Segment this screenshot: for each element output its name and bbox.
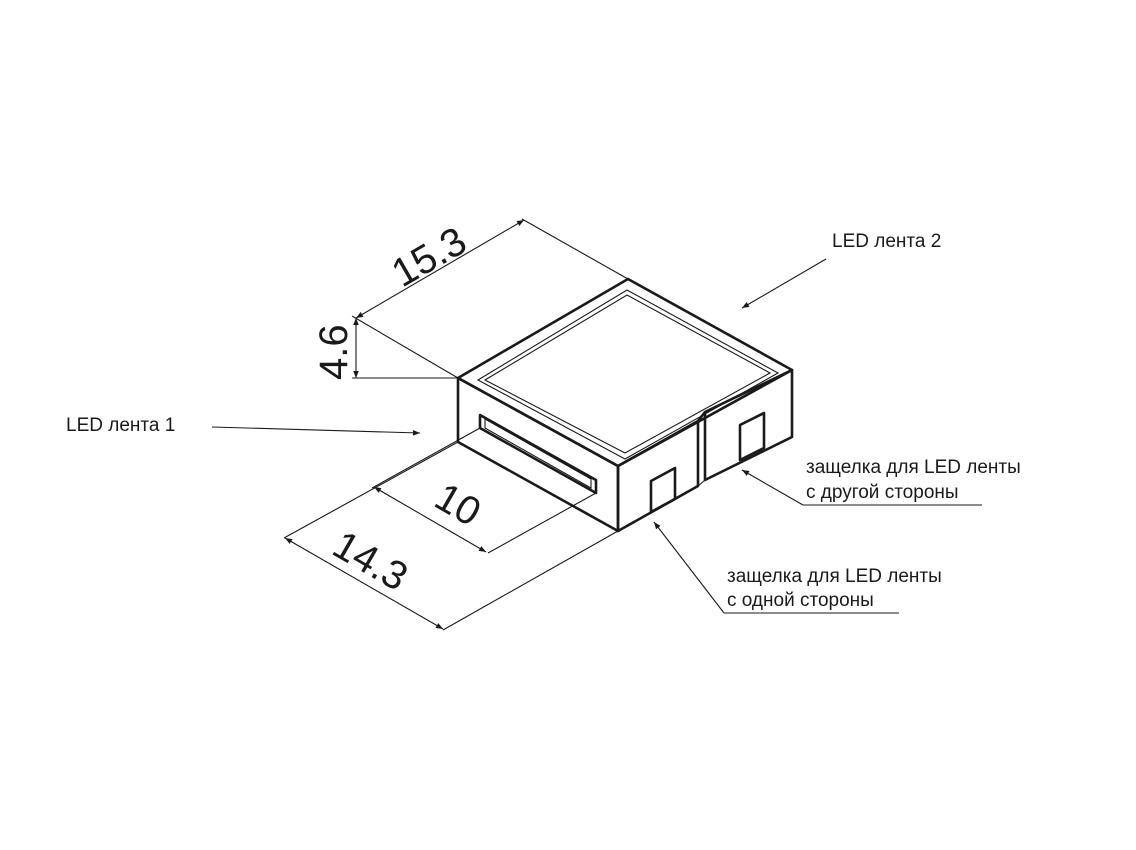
dimension-slot-width: 10: [428, 475, 489, 535]
leader-strip-1: [211, 426, 421, 436]
leader-strip-2: [741, 258, 827, 309]
connector-body: [456, 277, 794, 533]
dimension-width: 14.3: [326, 523, 415, 600]
label-led-strip-2: LED лента 2: [832, 231, 941, 252]
top-face: [456, 277, 794, 468]
label-latch-other-line2: с другой стороны: [806, 482, 959, 503]
dimension-length: 15.3: [385, 219, 474, 296]
strip-slot-inner: [484, 418, 592, 489]
top-inner-panel-outline: [476, 289, 780, 460]
latch-gap: [696, 411, 707, 422]
callouts: [211, 258, 982, 614]
label-latch-one-line2: с одной стороны: [727, 590, 874, 611]
latch-gap-bottom: [697, 479, 706, 487]
latch-block-other: [703, 368, 794, 482]
latch-window-one: [649, 466, 677, 514]
leader-latch-one: [653, 521, 725, 614]
latch-window-other: [738, 411, 766, 462]
label-led-strip-1: LED лента 1: [66, 415, 175, 436]
top-inner-panel: [483, 294, 772, 454]
leader-latch-other: [741, 469, 804, 506]
dimension-height: 4.6: [312, 324, 356, 380]
label-latch-other-line1: защелка для LED ленты: [806, 457, 1021, 478]
dimension-lines: [283, 218, 629, 631]
label-latch-one-line1: защелка для LED ленты: [727, 566, 942, 587]
